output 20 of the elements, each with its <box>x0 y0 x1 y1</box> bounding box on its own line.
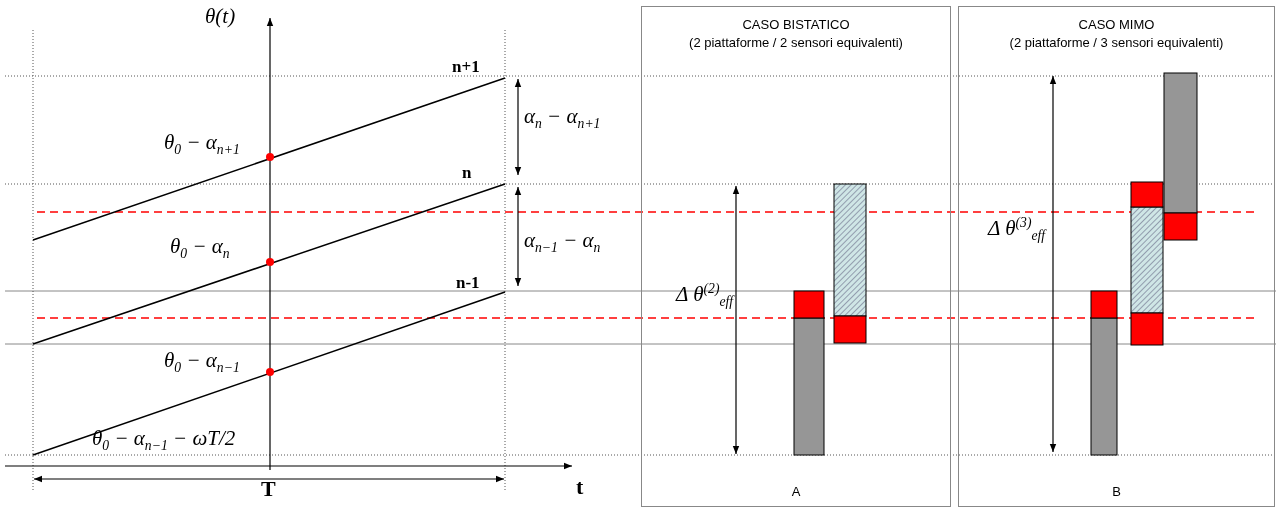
point-label: θ$_{0}$ − α$_{n+1}$ <box>164 132 240 157</box>
point-label: θ$_{0}$ − α$_{n−1}$ <box>164 350 240 375</box>
line-label: n <box>462 164 472 181</box>
panel-title: CASO BISTATICO <box>742 17 850 32</box>
dimension-label: α$_{n}$ − α$_{n+1}$ <box>524 106 601 131</box>
axis-label: t <box>576 476 584 498</box>
point-label: θ$_{0}$ − α$_{n−1}$ − ωT/2 <box>92 428 236 453</box>
panel-subtitle: (2 piattaforme / 3 sensori equivalenti) <box>1009 35 1224 50</box>
point-label: θ$_{0}$ − α$_{n}$ <box>170 236 230 261</box>
axis-label: T <box>261 478 276 500</box>
panel-letter: A <box>791 484 801 499</box>
panel-title: CASO MIMO <box>1078 17 1155 32</box>
line-label: n+1 <box>452 58 480 75</box>
panel-subtitle: (2 piattaforme / 2 sensori equivalenti) <box>689 35 903 50</box>
axis-label: θ(t) <box>205 6 236 27</box>
line-label: n-1 <box>456 274 480 291</box>
panel <box>958 6 1275 507</box>
panel <box>641 6 951 507</box>
panel-letter: B <box>1112 484 1121 499</box>
dimension-label: α$_{n−1}$ − α$_{n}$ <box>524 230 601 255</box>
